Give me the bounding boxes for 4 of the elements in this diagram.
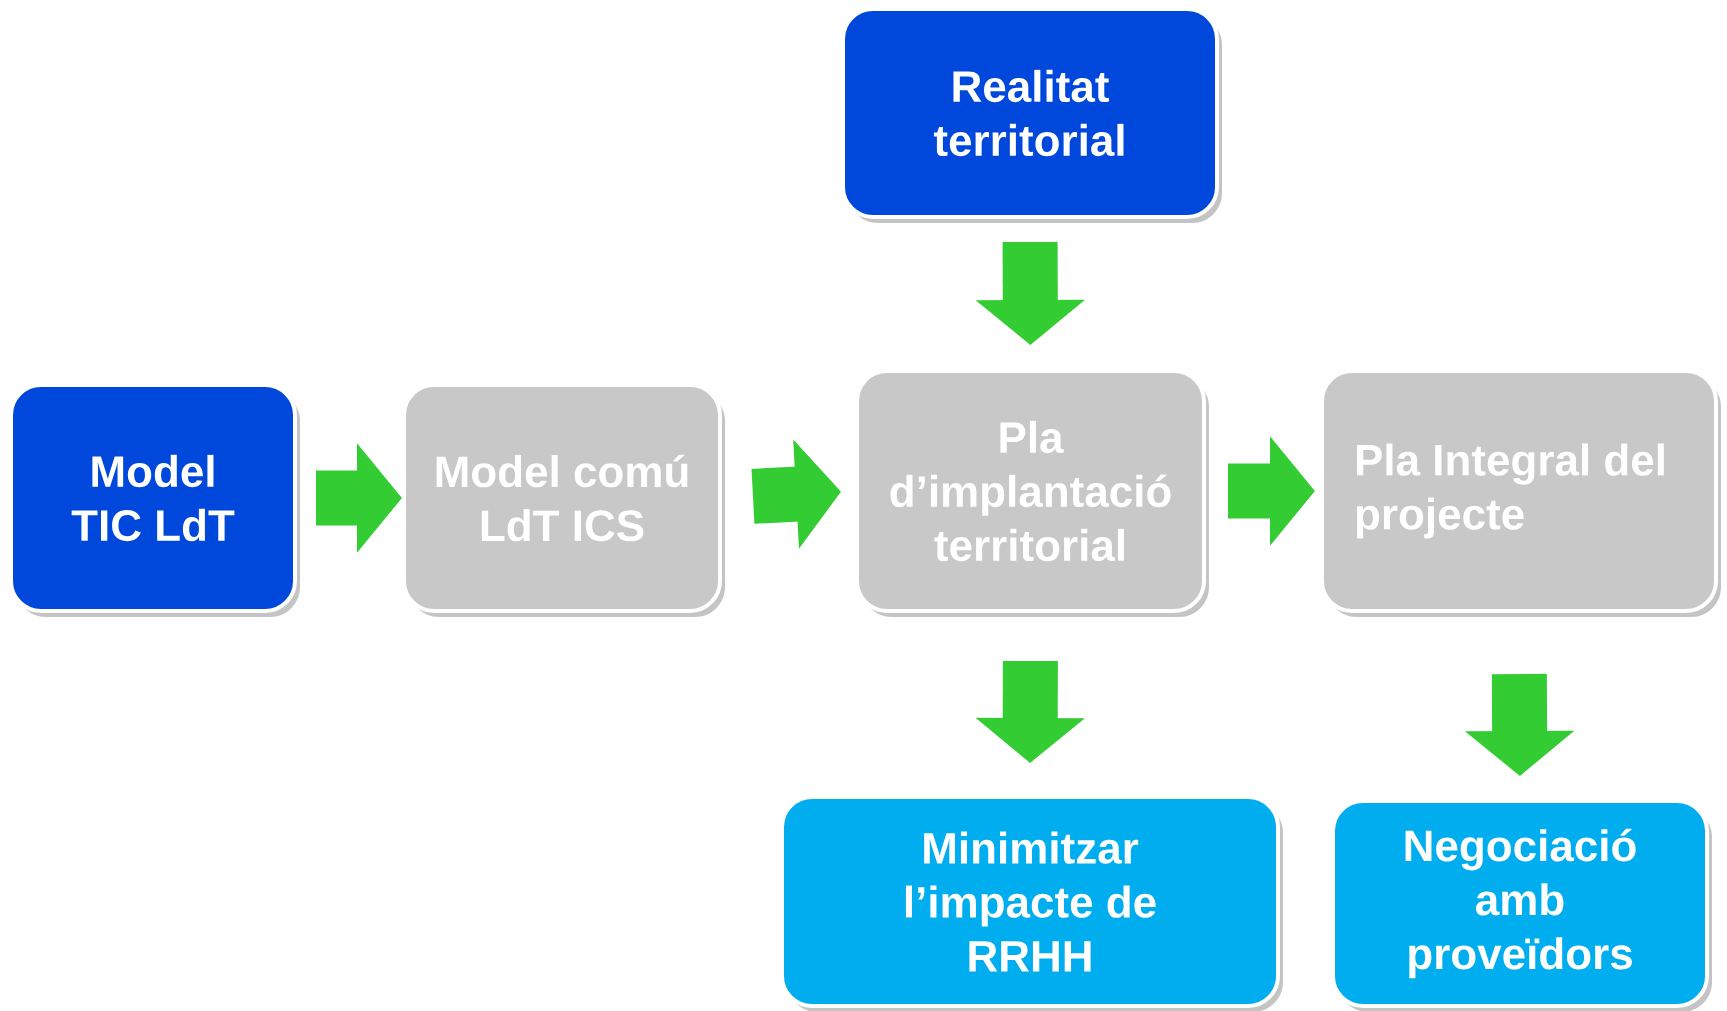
outcome-box: Negociació amb proveïdors [1331,799,1712,1011]
outcome-box: Minimitzar l’impacte de RRHH [780,795,1283,1011]
process-box: Model TIC LdT [9,383,300,617]
process-box: Realitat territorial [841,7,1222,223]
